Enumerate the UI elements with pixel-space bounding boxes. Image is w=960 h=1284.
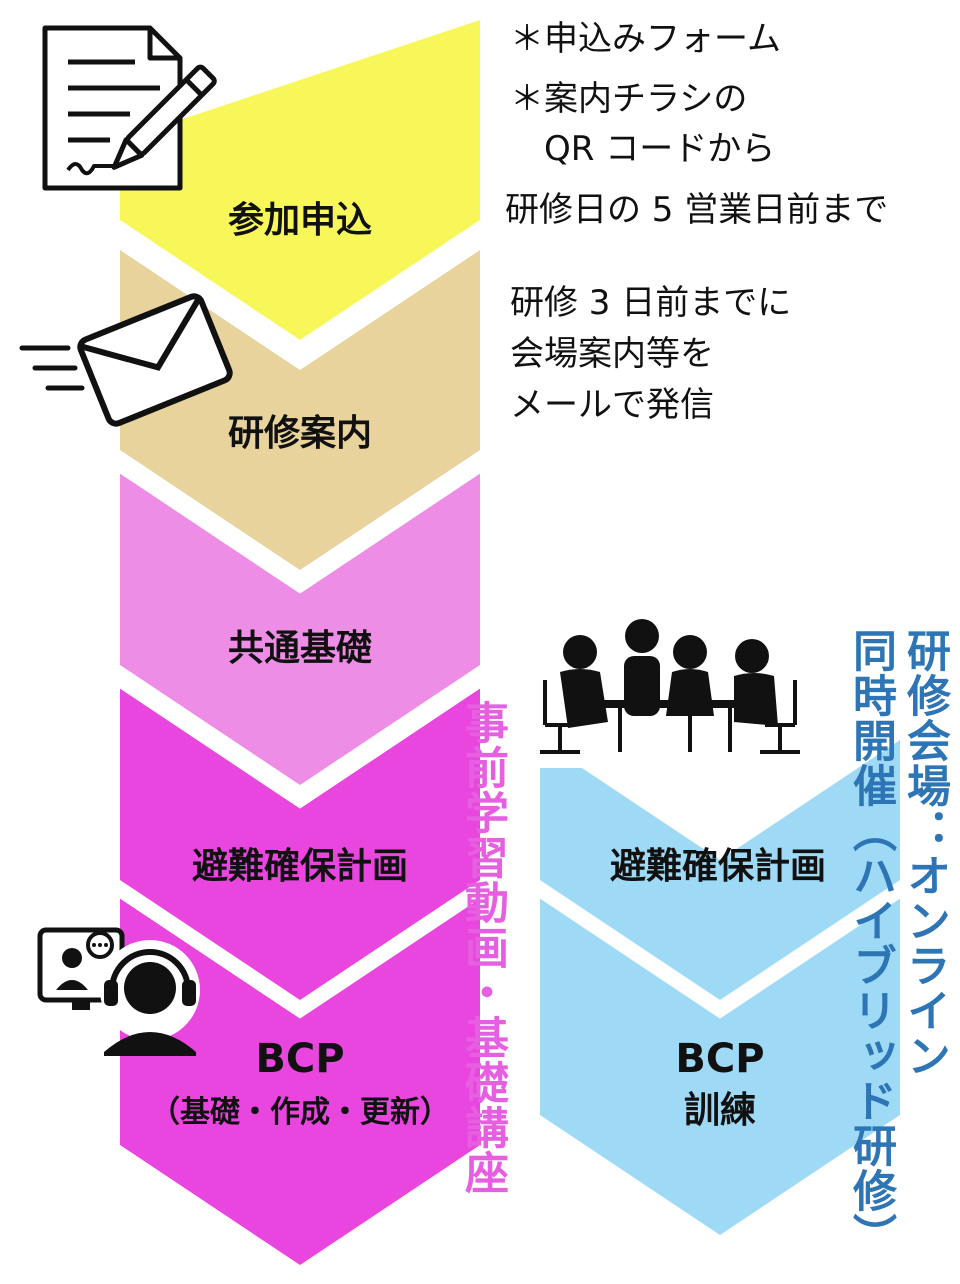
form-pen-icon	[42, 25, 217, 191]
step-bcp-right-sub: 訓練	[684, 1090, 756, 1131]
venue-caption-left: 同時開催（ハイブリッド研修）	[845, 628, 896, 1258]
step-apply-label: 参加申込	[228, 200, 372, 241]
online-support-icon	[37, 927, 200, 1056]
chevron-bcp-left	[120, 895, 480, 1265]
step-bcp-left-title: BCP	[255, 1036, 344, 1082]
guide-note-3: メールで発信	[510, 385, 714, 425]
guide-note-1: 研修 3 日前までに	[510, 283, 792, 323]
chevron-apply	[120, 20, 480, 340]
apply-note-1: ＊申込みフォーム	[510, 19, 781, 59]
step-evac-right-label: 避難確保計画	[610, 846, 826, 887]
apply-deadline-note: 研修日の 5 営業日前まで	[505, 190, 889, 230]
envelope-icon	[19, 293, 233, 427]
chevron-bcp-right	[540, 895, 900, 1235]
chevron-evac-right	[540, 740, 900, 1000]
step-bcp-right-title: BCP	[675, 1036, 764, 1082]
step-bcp-left-sub: （基礎・作成・更新）	[150, 1095, 450, 1130]
guide-note-2: 会場案内等を	[510, 334, 714, 374]
step-evac-left-label: 避難確保計画	[192, 846, 408, 887]
step-guide-label: 研修案内	[228, 413, 372, 454]
venue-caption-right: 研修会場：オンライン	[899, 628, 950, 1078]
meeting-people-icon	[520, 618, 830, 768]
apply-note-3: QR コードから	[510, 129, 776, 169]
step-basics-label: 共通基礎	[228, 628, 372, 669]
video-course-caption: 事前学習動画・基礎講座	[457, 700, 508, 1195]
apply-note-2: ＊案内チラシの	[510, 79, 748, 119]
chevron-basics	[120, 470, 480, 785]
chevron-evac-left	[120, 685, 480, 1000]
